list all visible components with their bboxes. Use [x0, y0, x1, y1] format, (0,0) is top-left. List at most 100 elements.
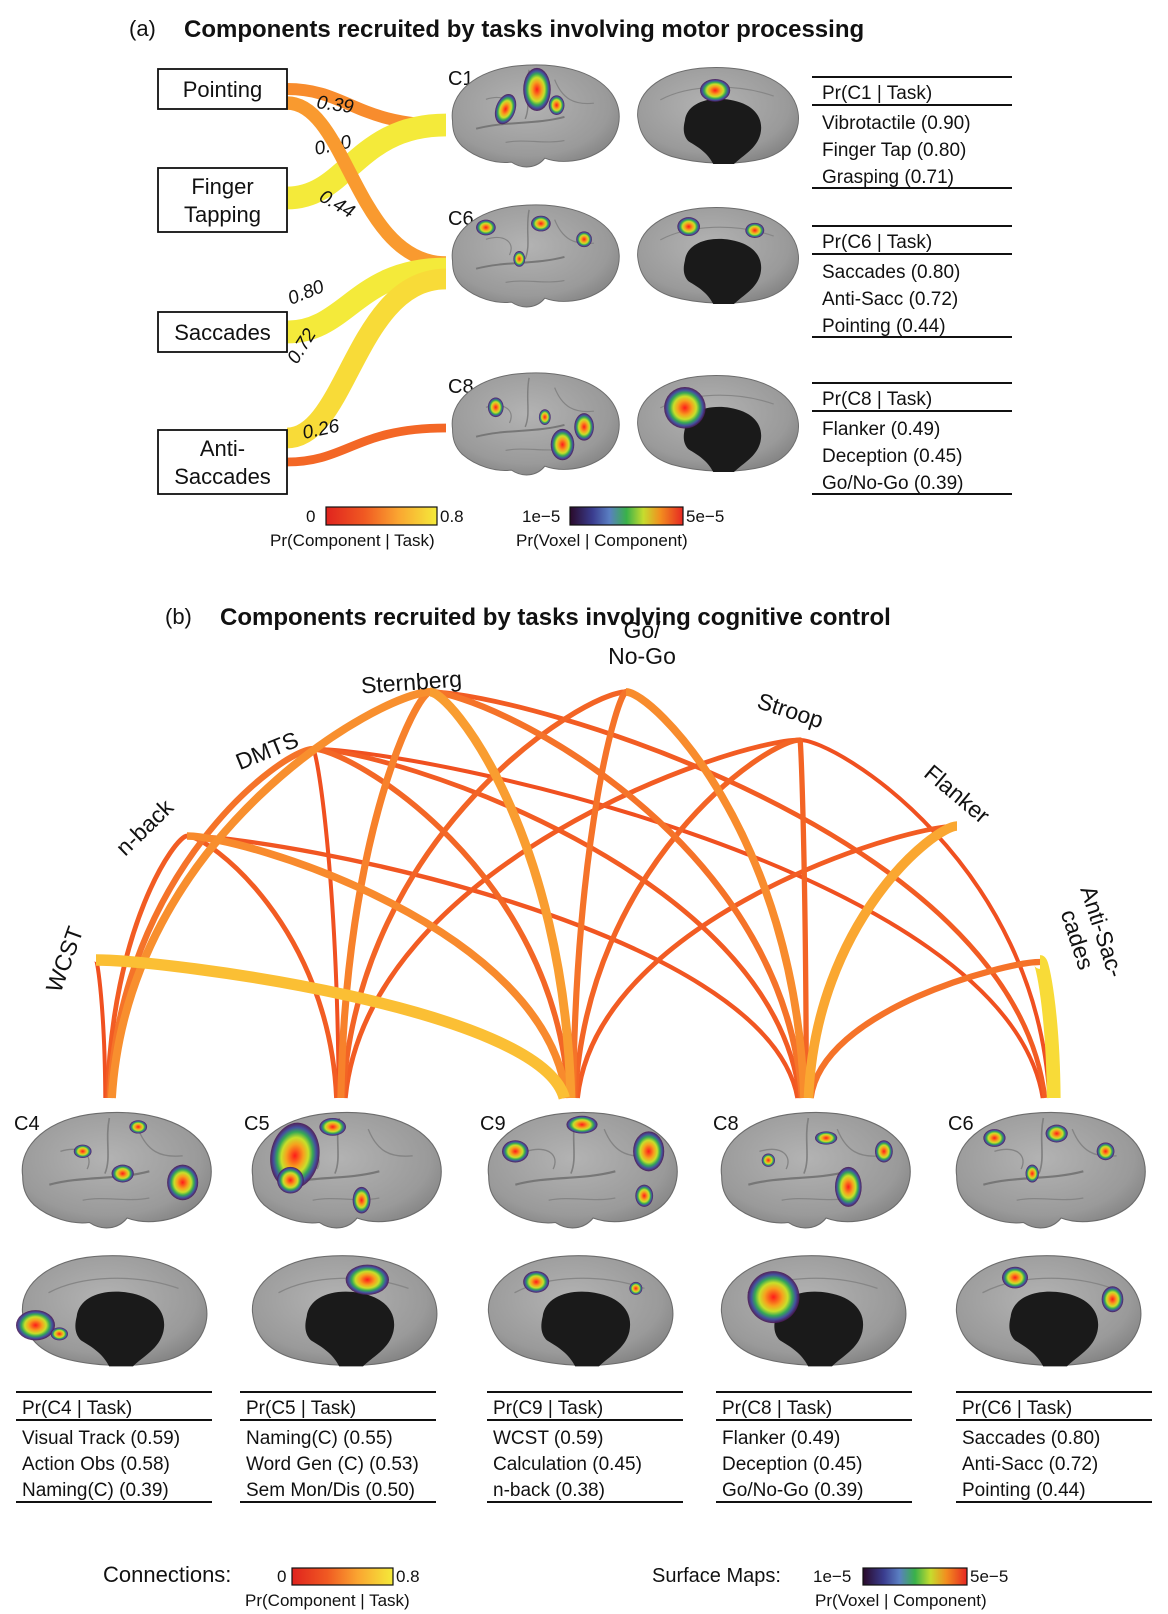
table-header: Pr(C6 | Task) — [962, 1398, 1072, 1419]
map-colorbar-caption: Pr(Voxel | Component) — [516, 531, 688, 550]
table-row: Go/No-Go (0.39) — [822, 473, 964, 494]
b-map-colorbar-caption: Pr(Voxel | Component) — [815, 1591, 987, 1610]
table-row: Visual Track (0.59) — [22, 1428, 180, 1449]
component-table-c1: Pr(C1 | Task) Vibrotactile (0.90) Finger T… — [812, 77, 1012, 188]
connection-weight-label: 0.44 — [316, 186, 359, 223]
component-label: C8 — [713, 1113, 739, 1135]
table-row: Finger Tap (0.80) — [822, 140, 966, 161]
component-table-c6: Pr(C6 | Task) Saccades (0.80) Anti-Sacc (0… — [812, 226, 1012, 337]
component-table-c5: Pr(C5 | Task)Naming(C) (0.55)Word Gen (C… — [240, 1392, 436, 1502]
panel-b-map-colorbar: Surface Maps: 1e−5 5e−5 Pr(Voxel | Compo… — [652, 1565, 1008, 1610]
conn-colorbar-min: 0 — [306, 507, 315, 526]
panel-a-conn-colorbar: 0 0.8 Pr(Component | Task) — [270, 507, 464, 550]
brain-map-c6: C6 — [948, 1112, 1145, 1366]
task-label-line: No-Go — [608, 643, 676, 669]
brain-map-c1: C1 — [448, 65, 798, 167]
connection-anti-saccades-c8 — [811, 962, 1040, 1098]
panel-b-component-tables: Pr(C4 | Task) Visual Track (0.59) Action O… — [16, 1392, 1152, 1502]
task-label: Tapping — [184, 202, 261, 227]
map-colorbar-min: 1e−5 — [522, 507, 560, 526]
table-header: Pr(C6 | Task) — [822, 232, 932, 253]
panel-b-label: (b) — [165, 604, 192, 629]
connection-weight-label: 0.80 — [285, 276, 328, 309]
panel-a-label: (a) — [129, 16, 156, 41]
connection-stroop-c9 — [575, 740, 800, 1098]
brain-map-c4: C4 — [14, 1112, 211, 1366]
connection-finger-tapping-c1 — [287, 125, 446, 198]
component-label: C4 — [14, 1113, 40, 1135]
component-label: C5 — [244, 1113, 270, 1135]
task-label-line: Go/ — [623, 617, 661, 643]
table-row: Calculation (0.45) — [493, 1454, 642, 1475]
conn-colorbar-max: 0.8 — [440, 507, 464, 526]
table-row: Pointing (0.44) — [962, 1480, 1086, 1501]
brain-map-c8: C8 — [448, 373, 798, 475]
table-row: WCST (0.59) — [493, 1428, 604, 1449]
component-table-c6: Pr(C6 | Task) Saccades (0.80) Anti-Sacc (0… — [956, 1392, 1152, 1502]
brain-map-c8: C8 — [713, 1112, 910, 1366]
task-label-line: n-back — [111, 794, 179, 861]
component-table-c9: Pr(C9 | Task) WCST (0.59) Calculation (0.4… — [487, 1392, 683, 1502]
connection-wcst-c9 — [96, 960, 564, 1098]
conn-colorbar-prefix: Connections: — [103, 1562, 231, 1587]
table-row: Action Obs (0.58) — [22, 1454, 170, 1475]
table-header: Pr(C4 | Task) — [22, 1398, 132, 1419]
connection-go-no-go-c8 — [626, 692, 804, 1098]
component-table-c8: Pr(C8 | Task) Flanker (0.49) Deception (0.… — [812, 383, 1012, 494]
component-label: C6 — [948, 1113, 974, 1135]
table-row: Naming(C) (0.55) — [246, 1428, 393, 1449]
component-label: C9 — [480, 1113, 506, 1135]
task-label-line: Stroop — [754, 688, 826, 734]
table-row: Flanker (0.49) — [722, 1428, 840, 1449]
table-row: Flanker (0.49) — [822, 419, 940, 440]
table-row: Vibrotactile (0.90) — [822, 113, 971, 134]
brain-map-c6: C6 — [448, 205, 798, 307]
map-colorbar-max: 5e−5 — [686, 507, 724, 526]
panel-a-map-colorbar: 1e−5 5e−5 Pr(Voxel | Component) — [516, 507, 724, 550]
table-row: Deception (0.45) — [722, 1454, 862, 1475]
table-row: n-back (0.38) — [493, 1480, 605, 1501]
table-row: Sem Mon/Dis (0.50) — [246, 1480, 415, 1501]
connection-wcst-c4 — [96, 960, 105, 1098]
table-header: Pr(C1 | Task) — [822, 83, 932, 104]
task-box-saccades: Saccades — [158, 312, 287, 352]
table-row: Pointing (0.44) — [822, 316, 946, 337]
task-label-anti-saccades: Anti-Sac-cades — [1051, 882, 1130, 988]
panel-a-task-boxes: PointingFingerTappingSaccadesAnti-Saccad… — [158, 69, 287, 494]
panel-b-title: Components recruited by tasks involving … — [220, 604, 891, 631]
task-label-stroop: Stroop — [754, 688, 826, 734]
b-conn-colorbar-max: 0.8 — [396, 1567, 420, 1586]
panel-a-brain-maps: C1C6C8 — [448, 65, 798, 475]
task-box-pointing: Pointing — [158, 69, 287, 109]
panel-a-connections: 0.390.800.440.800.720.26 — [283, 89, 446, 462]
table-row: Naming(C) (0.39) — [22, 1480, 169, 1501]
task-label: Pointing — [183, 77, 263, 102]
table-row: Word Gen (C) (0.53) — [246, 1454, 419, 1475]
task-label-line: WCST — [41, 923, 89, 996]
b-conn-colorbar-min: 0 — [277, 1567, 286, 1586]
task-label-wcst: WCST — [41, 923, 89, 996]
panel-b-conn-colorbar: Connections: 0 0.8 Pr(Component | Task) — [103, 1562, 420, 1610]
task-box-finger-tapping: FingerTapping — [158, 168, 287, 232]
panel-a-title: Components recruited by tasks involving … — [184, 16, 864, 43]
table-header: Pr(C8 | Task) — [722, 1398, 832, 1419]
brain-map-c5: C5 — [244, 1112, 441, 1366]
table-row: Grasping (0.71) — [822, 167, 954, 188]
task-label-line: Flanker — [919, 759, 995, 828]
table-row: Saccades (0.80) — [962, 1428, 1100, 1449]
task-label: Anti- — [200, 436, 245, 461]
task-label: Saccades — [174, 464, 271, 489]
conn-colorbar-caption: Pr(Component | Task) — [270, 531, 435, 550]
table-row: Deception (0.45) — [822, 446, 962, 467]
task-label-n-back: n-back — [111, 794, 179, 861]
panel-b-brain-maps: C4 C5 C9 C8 C6 — [14, 1112, 1145, 1366]
table-row: Saccades (0.80) — [822, 262, 960, 283]
table-row: Anti-Sacc (0.72) — [962, 1454, 1098, 1475]
table-row: Go/No-Go (0.39) — [722, 1480, 864, 1501]
task-label: Finger — [191, 174, 253, 199]
table-header: Pr(C8 | Task) — [822, 389, 932, 410]
table-row: Anti-Sacc (0.72) — [822, 289, 958, 310]
table-header: Pr(C9 | Task) — [493, 1398, 603, 1419]
b-map-colorbar-min: 1e−5 — [813, 1567, 851, 1586]
